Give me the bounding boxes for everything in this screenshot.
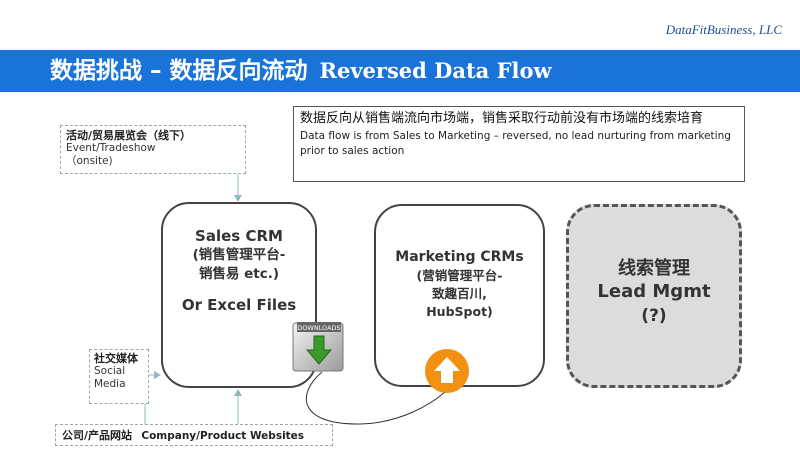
downloads-icon: DOWNLOADS	[292, 322, 344, 372]
lead-mgmt-question: (?)	[641, 306, 667, 326]
marketing-crm-cn-2: 致趣百川,	[432, 286, 487, 301]
excel-files-label: Or Excel Files	[181, 296, 297, 314]
marketing-crm-cn-1: (营销管理平台-	[416, 268, 503, 283]
social-label-en-1: Social	[94, 365, 126, 377]
slide-title-en: Reversed Data Flow	[319, 58, 552, 83]
orange-up-arrow-icon	[425, 349, 469, 393]
title-banner: 数据挑战 – 数据反向流动 Reversed Data Flow	[0, 50, 800, 92]
web-label-en: Company/Product Websites	[141, 430, 305, 442]
marketing-crm-box: Marketing CRMs (营销管理平台- 致趣百川, HubSpot)	[374, 204, 545, 387]
slide-title: 数据挑战 – 数据反向流动 Reversed Data Flow	[50, 54, 552, 88]
company-name: DataFitBusiness, LLC	[665, 22, 782, 37]
note-box: 数据反向从销售端流向市场端，销售采取行动前没有市场端的线索培育 Data flo…	[293, 106, 745, 182]
marketing-crm-cn-3: HubSpot)	[426, 304, 493, 319]
social-label-en-2: Media	[94, 378, 126, 390]
sales-to-marketing-curve	[306, 371, 446, 425]
lead-mgmt-box: 线索管理 Lead Mgmt (?)	[566, 204, 742, 388]
note-text-en: Data flow is from Sales to Marketing – r…	[300, 130, 731, 157]
marketing-crm-title: Marketing CRMs	[395, 249, 524, 265]
company-websites-source: 公司/产品网站 Company/Product Websites	[55, 424, 333, 446]
note-text-cn: 数据反向从销售端流向市场端，销售采取行动前没有市场端的线索培育	[300, 111, 704, 126]
downloads-icon-label: DOWNLOADS	[297, 324, 340, 332]
social-label-cn: 社交媒体	[94, 352, 138, 365]
slide-title-cn: 数据挑战 – 数据反向流动	[50, 58, 308, 84]
event-label-cn: 活动/贸易展览会（线下）	[66, 129, 192, 142]
sales-crm-cn-1: (销售管理平台-	[192, 247, 286, 263]
event-tradeshow-source: 活动/贸易展览会（线下） Event/Tradeshow （onsite)	[60, 125, 246, 174]
sales-crm-title: Sales CRM	[195, 227, 283, 245]
web-label-cn: 公司/产品网站	[62, 429, 133, 442]
event-label-en-2: （onsite)	[66, 155, 113, 167]
lead-mgmt-cn: 线索管理	[618, 258, 690, 279]
sales-crm-box: Sales CRM (销售管理平台- 销售易 etc.) Or Excel Fi…	[161, 202, 317, 388]
sales-crm-cn-2: 销售易 etc.)	[198, 266, 280, 282]
lead-mgmt-en: Lead Mgmt	[597, 281, 711, 302]
event-label-en-1: Event/Tradeshow	[66, 142, 156, 154]
social-media-source: 社交媒体 Social Media	[89, 349, 149, 404]
